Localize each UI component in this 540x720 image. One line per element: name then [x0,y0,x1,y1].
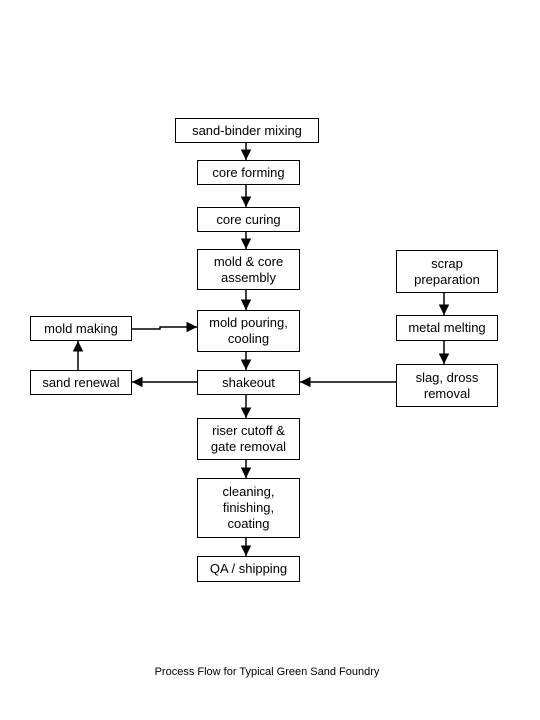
node-metal-melting: metal melting [396,315,498,341]
node-shakeout: shakeout [197,370,300,395]
node-core-forming: core forming [197,160,300,185]
node-core-curing: core curing [197,207,300,232]
arrow-mold-making-to-pouring [132,321,197,333]
node-mold-making: mold making [30,316,132,341]
node-sand-binder-mixing: sand-binder mixing [175,118,319,143]
node-sand-renewal: sand renewal [30,370,132,395]
node-mold-core-assembly: mold & core assembly [197,249,300,290]
diagram-caption: Process Flow for Typical Green Sand Foun… [154,666,380,678]
node-scrap-preparation: scrap preparation [396,250,498,293]
node-qa-shipping: QA / shipping [197,556,300,582]
node-slag-dross-removal: slag, dross removal [396,364,498,407]
node-cleaning-finishing-coating: cleaning, finishing, coating [197,478,300,538]
node-mold-pouring-cooling: mold pouring, cooling [197,310,300,352]
node-riser-cutoff-gate-removal: riser cutoff & gate removal [197,418,300,460]
